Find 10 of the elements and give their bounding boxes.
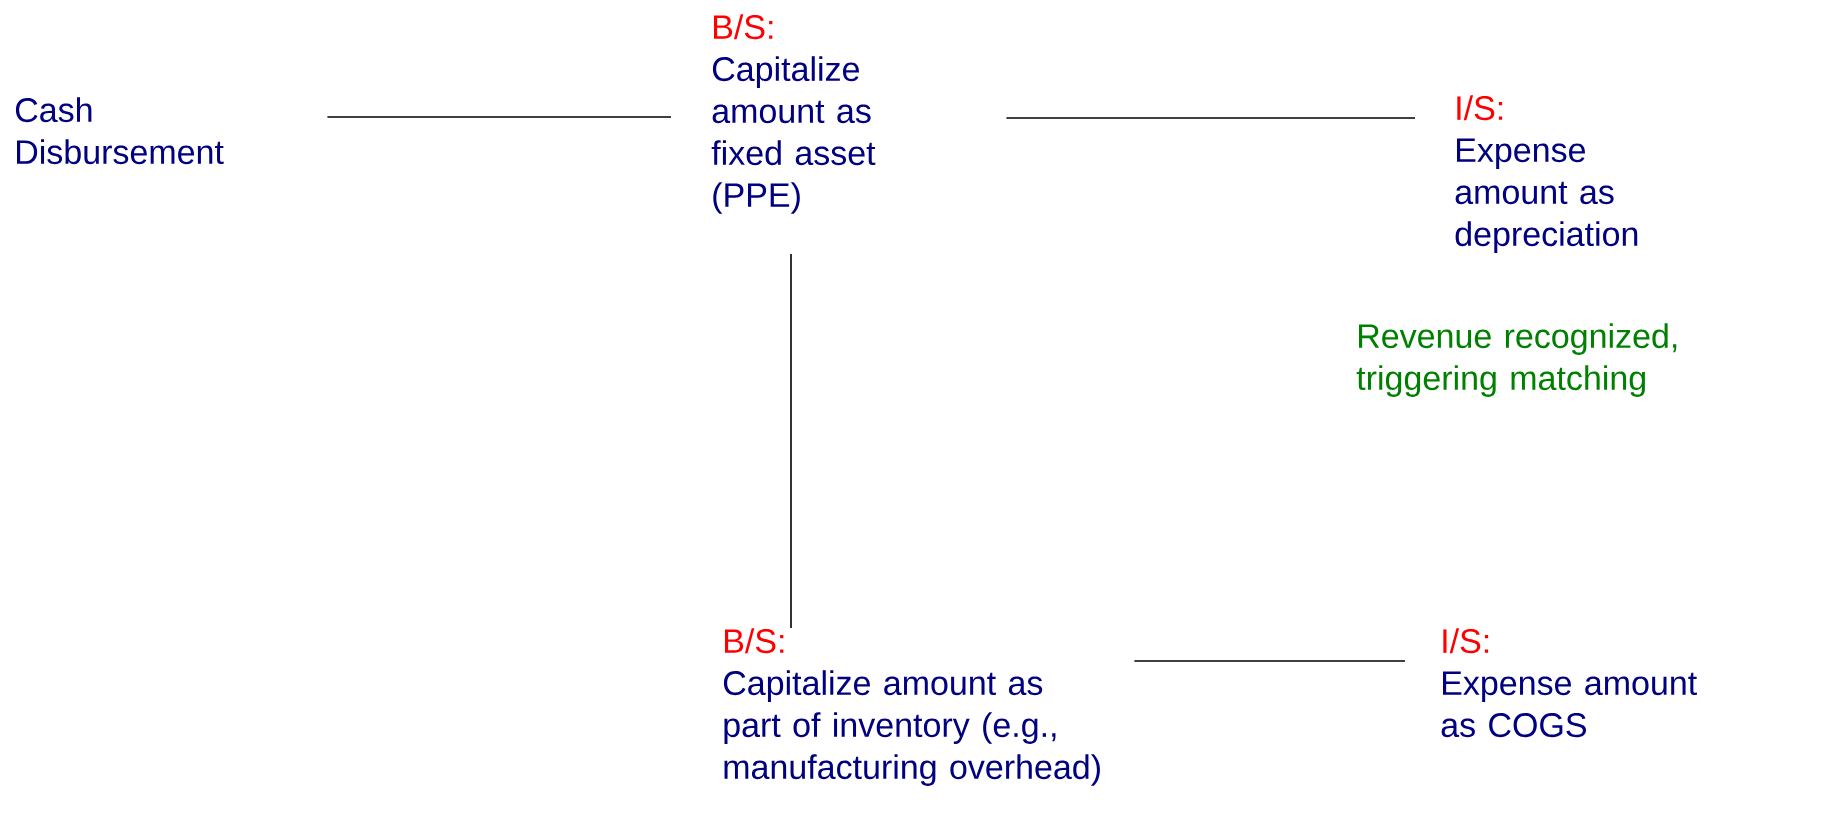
statement-text: B/S: Capitalize amount as part of inventory (e.g., manufacturing overhead) [723,628,1100,786]
connector-line [326,116,672,118]
statement-text: I/S: Expense amount as depreciation [1455,95,1638,253]
connector-line [1133,660,1406,662]
statement-text: I/S: Expense amount as COGS [1441,628,1697,738]
statement-text: B/S: Capitalize amount as fixed asset (PPE) [711,14,876,214]
connector-line [790,253,792,629]
note-text: Revenue recognized, triggering matching [1356,323,1677,397]
connector-line [1005,117,1416,119]
statement-text: Cash Disbursement [15,97,224,165]
